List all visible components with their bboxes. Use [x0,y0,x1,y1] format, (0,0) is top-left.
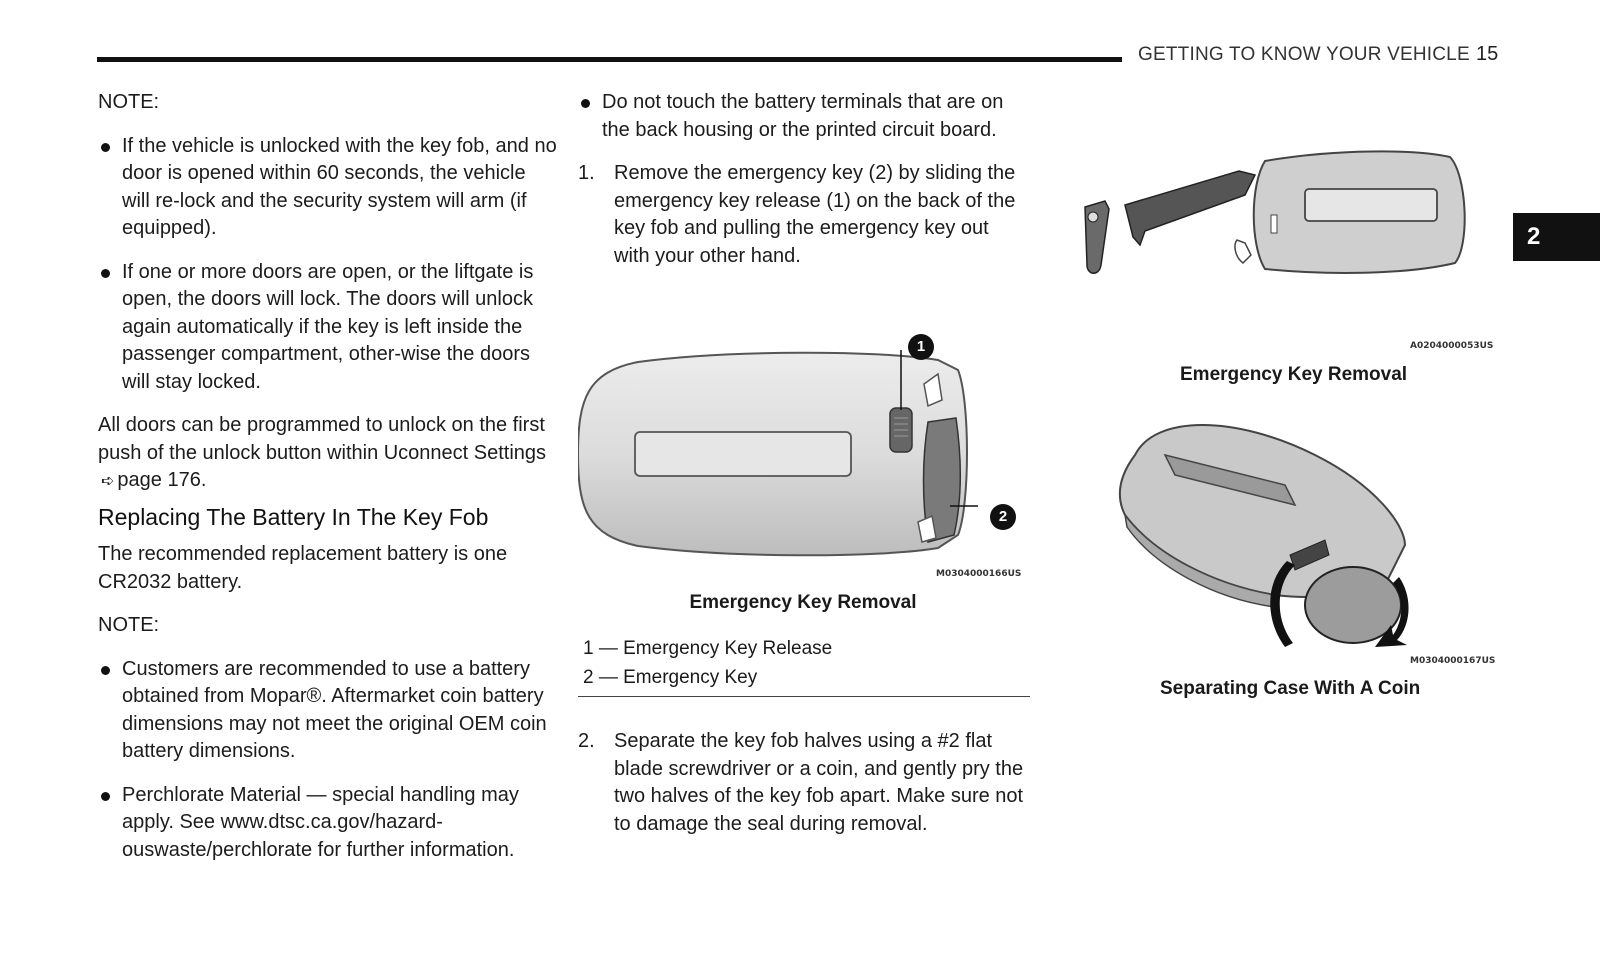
note-label: NOTE: [98,614,160,636]
note-bullet-list: If the vehicle is unlocked with the key … [98,133,558,397]
step-item: 1. Remove the emergency key (2) by slidi… [578,160,1028,270]
key-fob-back-figure [578,350,978,557]
step-list: 1. Remove the emergency key (2) by slidi… [578,160,1028,270]
figure-code: A0204000053US [1410,341,1494,351]
column-middle: Do not touch the battery terminals that … [578,89,1028,270]
key-fob-key-removal-figure [1084,150,1466,274]
chapter-tab[interactable]: 2 [1513,213,1600,261]
figure-code: M0304000167US [1410,656,1496,666]
step-item: 2. Separate the key fob halves using a #… [578,728,1028,838]
header-rule [97,57,1122,62]
figure-caption: Separating Case With A Coin [1160,678,1421,699]
legend-item: 1 — Emergency Key Release [583,638,833,659]
legend-item: 2 — Emergency Key [583,667,758,688]
note-label: NOTE: [98,91,160,113]
warning-bullet-list: Do not touch the battery terminals that … [578,89,1028,144]
step-2: 2. Separate the key fob halves using a #… [578,728,1028,838]
list-item: If the vehicle is unlocked with the key … [98,133,558,243]
list-item: Customers are recommended to use a batte… [98,656,558,766]
program-paragraph: All doors can be programmed to unlock on… [98,412,558,496]
note-bullet-list: Customers are recommended to use a batte… [98,656,558,865]
program-text: All doors can be programmed to unlock on… [98,414,547,464]
step-list: 2. Separate the key fob halves using a #… [578,728,1028,838]
callout-1: 1 [908,334,934,360]
figure-legend: 1 — Emergency Key Release 2 — Emergency … [578,634,1030,697]
list-item: If one or more doors are open, or the li… [98,259,558,397]
coin-separation-figure [1118,424,1409,647]
step-text: Remove the emergency key (2) by sliding … [614,162,1016,267]
section-heading: Replacing The Battery In The Key Fob [98,503,489,530]
battery-paragraph: The recommended replacement battery is o… [98,543,508,593]
figure-code: M0304000166US [936,569,1022,579]
list-item: Perchlorate Material — special handling … [98,782,558,865]
figure-caption: Emergency Key Removal [1180,364,1408,385]
page-number: 15 [1476,43,1499,65]
figure-caption: Emergency Key Removal [689,592,917,613]
page-reference-link[interactable]: page 176. [117,469,207,491]
column-left: NOTE: If the vehicle is unlocked with th… [98,89,558,880]
step-text: Separate the key fob halves using a #2 f… [614,730,1024,835]
callout-2: 2 [990,504,1016,530]
header-title: GETTING TO KNOW YOUR VEHICLE [1138,44,1470,65]
step-number: 2. [578,730,595,752]
arrow-right-icon: ➪ [101,473,115,490]
list-item: Do not touch the battery terminals that … [578,89,1028,144]
step-number: 1. [578,162,595,184]
